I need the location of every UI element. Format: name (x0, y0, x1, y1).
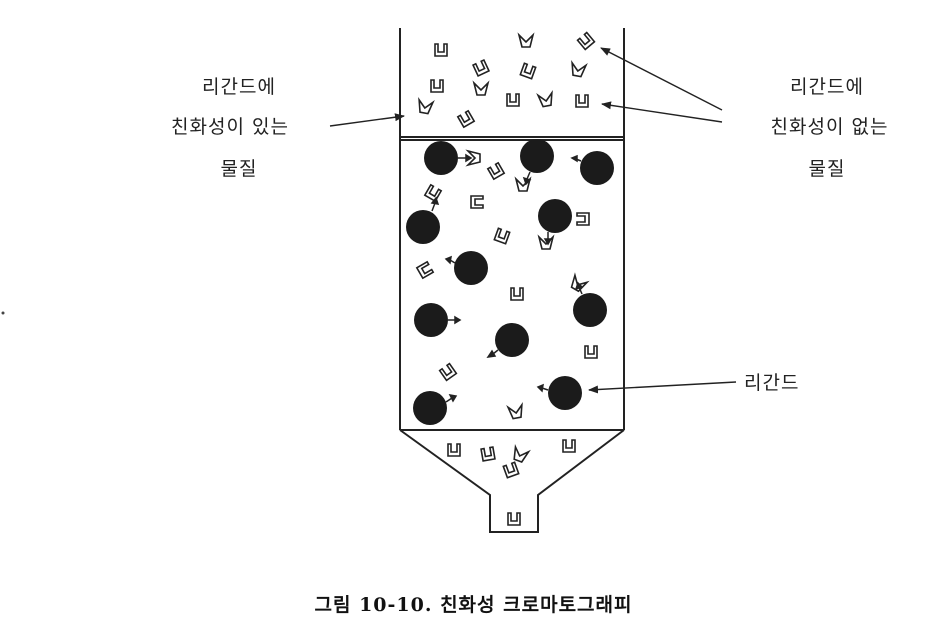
chromatography-column (399, 28, 625, 533)
label-no-affinity-line1: 리간드에 (790, 76, 864, 98)
margin-dot (1, 311, 5, 315)
label-affinity-line3: 물질 (220, 158, 258, 180)
ligand-bead (413, 391, 447, 425)
column-illustration (1, 28, 737, 533)
pointer-ligand (588, 381, 737, 394)
label-no-affinity-line2: 친화성이 없는 (770, 116, 889, 138)
pointer-no-affinity-1 (600, 47, 723, 111)
figure-caption: 그림 10-10. 친화성 크로마토그래피 (314, 594, 633, 616)
ligand-arms (430, 153, 584, 403)
ligand-bead (573, 293, 607, 327)
ligand-beads (406, 139, 614, 425)
label-pointers (329, 47, 737, 394)
label-no-affinity-line3: 물질 (808, 158, 846, 180)
ligand-bead (414, 303, 448, 337)
ligand-bead (495, 323, 529, 357)
label-ligand: 리간드 (744, 372, 800, 394)
ligand-bead (580, 151, 614, 185)
ligand-bead (538, 199, 572, 233)
pointer-affinity (329, 113, 405, 127)
ligand-bead (454, 251, 488, 285)
ligand-bead (520, 139, 554, 173)
pointer-no-affinity-2 (601, 101, 723, 123)
molecules (416, 31, 598, 526)
column-funnel-outlet (399, 429, 625, 533)
ligand-bead (424, 141, 458, 175)
ligand-bead (548, 376, 582, 410)
label-affinity-line2: 친화성이 있는 (171, 116, 289, 138)
ligand-bead (406, 210, 440, 244)
label-affinity-line1: 리간드에 (202, 76, 276, 98)
